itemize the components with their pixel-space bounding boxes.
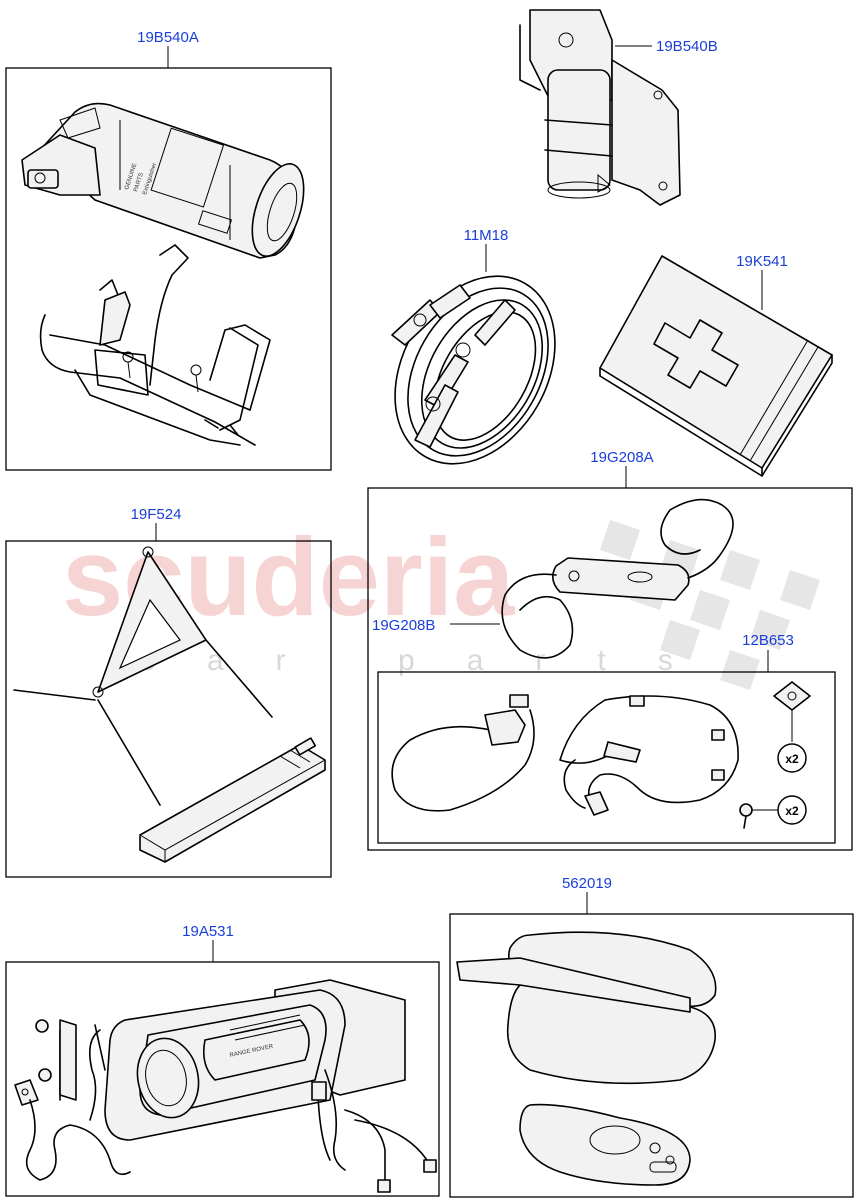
extinguisher-label-2: PARTS: [133, 172, 145, 192]
wiring-harness-icon: [391, 694, 739, 816]
callout-19b540a[interactable]: 19B540A: [137, 29, 199, 46]
torch-box: [5, 961, 440, 1197]
bag-box: [449, 913, 854, 1198]
extinguisher-bracket-icon: [39, 244, 271, 446]
quantity-screw-badge: x2: [777, 795, 807, 825]
callout-562019[interactable]: 562019: [562, 875, 612, 892]
extinguisher-mount-group: 19B540B: [519, 9, 718, 206]
callout-19g208b[interactable]: 19G208B: [372, 617, 435, 634]
qty-clip: x2: [785, 752, 799, 766]
callout-19f524[interactable]: 19F524: [131, 506, 182, 523]
jump-leads-icon: [391, 275, 556, 465]
qty-screw: x2: [785, 804, 799, 818]
first-aid-kit-icon: [599, 255, 833, 477]
first-aid-group: 19K541: [599, 253, 833, 477]
extinguisher-mount-icon: [519, 9, 681, 206]
fire-extinguisher-icon: GENUINE PARTS Extinguisher: [21, 102, 305, 259]
bag-group: 562019: [449, 875, 854, 1198]
carry-bag-icon: [456, 931, 717, 1186]
callout-19a531[interactable]: 19A531: [182, 923, 234, 940]
screw-icon: [739, 803, 778, 829]
callout-19g208a[interactable]: 19G208A: [590, 449, 653, 466]
watermark: scuderia car parts: [62, 516, 820, 690]
extinguisher-group: 19B540A GENUINE PARTS Extinguisher: [5, 29, 332, 471]
callout-11m18[interactable]: 11M18: [464, 227, 509, 244]
harness-box: [377, 671, 836, 844]
charger-box: [367, 487, 853, 851]
triangle-group: 19F524: [5, 506, 332, 878]
jump-leads-group: 11M18: [391, 227, 556, 465]
charger-group: 19G208A 19G208B 12B653: [367, 449, 853, 851]
callout-19k541[interactable]: 19K541: [736, 253, 788, 270]
clip-icon: [773, 681, 811, 742]
triangle-box: [5, 540, 332, 878]
callout-19b540b[interactable]: 19B540B: [656, 38, 718, 55]
torch-group: 19A531 RANGE ROVER: [5, 923, 440, 1197]
charger-icon: [501, 498, 734, 659]
torch-icon: RANGE ROVER: [14, 979, 437, 1193]
callout-12b653[interactable]: 12B653: [742, 632, 794, 649]
warning-triangle-icon: [13, 546, 326, 863]
quantity-clip-badge: x2: [777, 743, 807, 773]
